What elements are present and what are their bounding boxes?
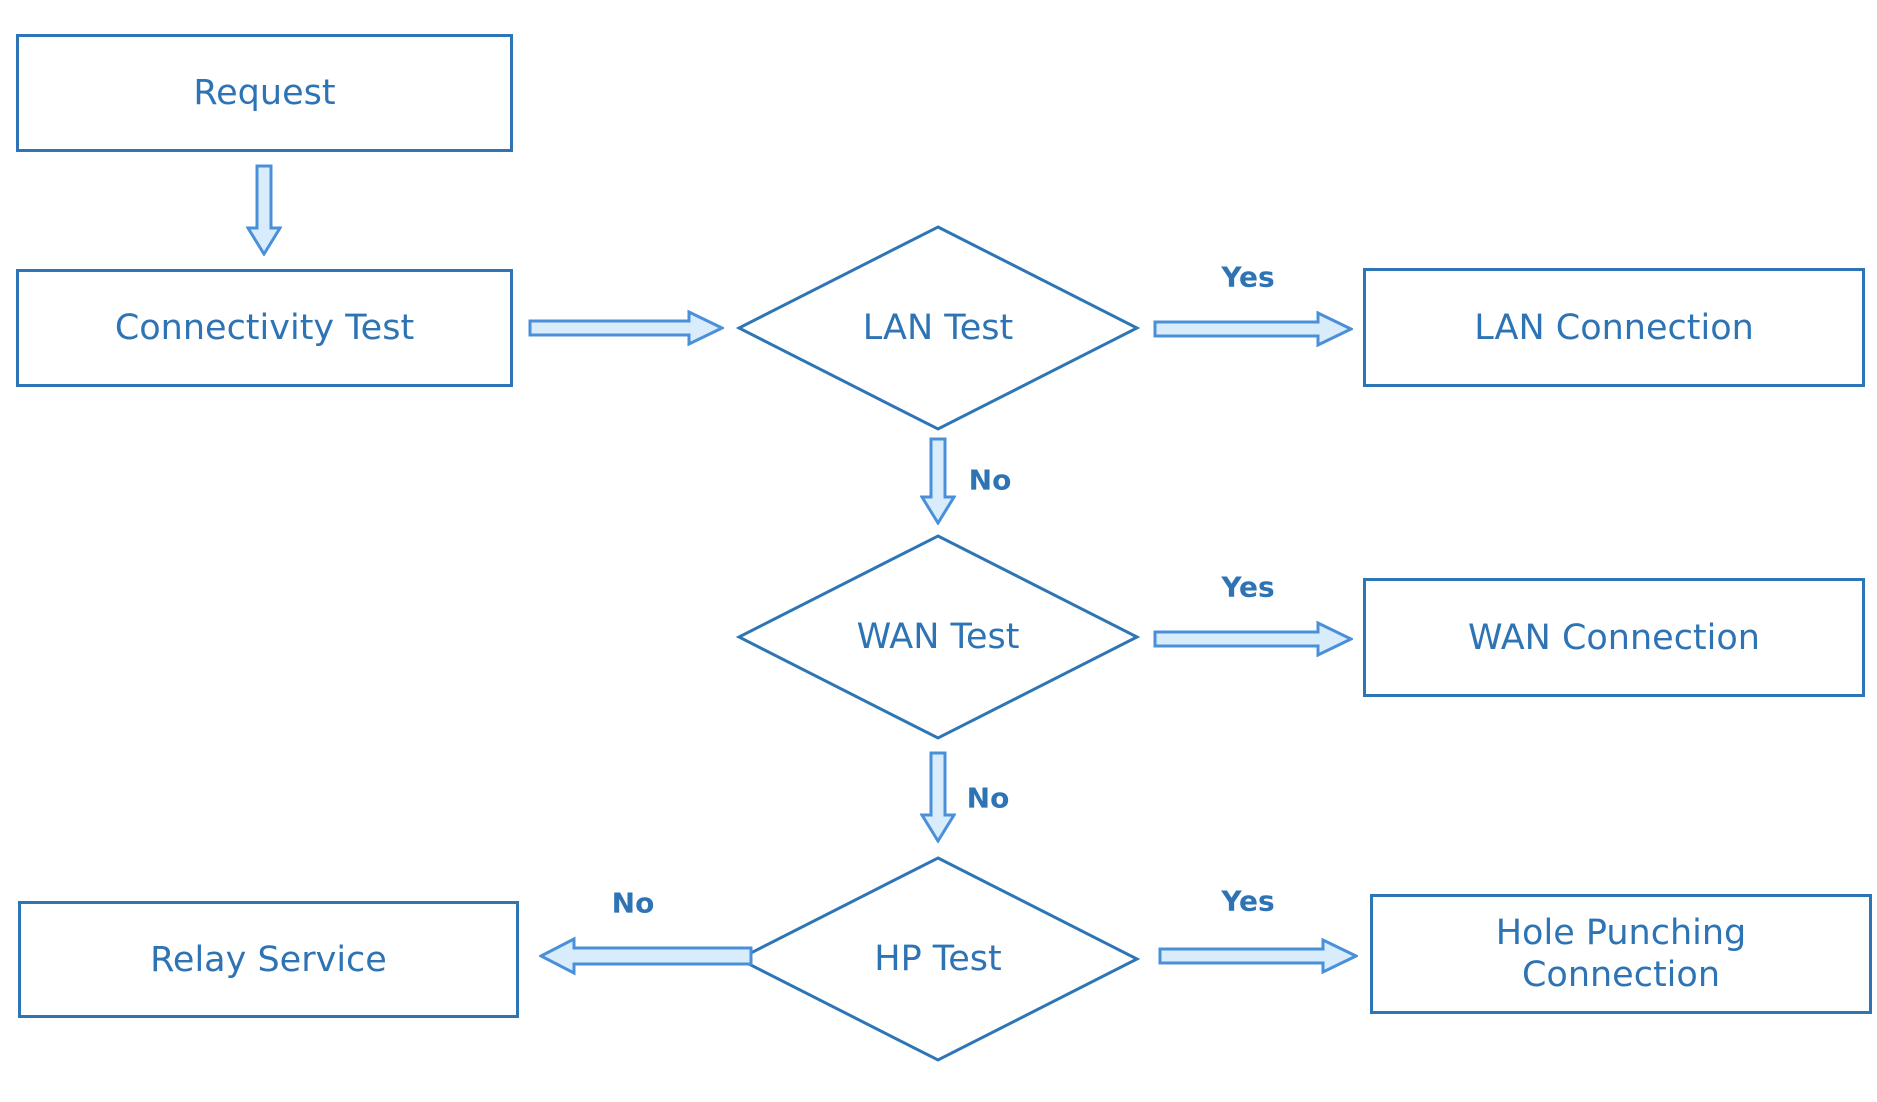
node-wan-connection-label: WAN Connection	[1468, 617, 1760, 658]
node-hp-test: HP Test	[736, 855, 1140, 1063]
arrow-lan-test-no-icon	[920, 437, 956, 525]
arrow-lan-test-yes-icon	[1153, 309, 1353, 349]
node-hole-punching-connection-label: Hole Punching Connection	[1495, 913, 1747, 995]
node-lan-test-label: LAN Test	[862, 308, 1014, 348]
edge-label-wan-test-no: No	[966, 781, 1010, 815]
node-relay-service-label: Relay Service	[150, 939, 387, 980]
node-lan-connection-label: LAN Connection	[1474, 307, 1754, 348]
node-connectivity-test: Connectivity Test	[16, 269, 513, 387]
arrow-hp-test-yes-icon	[1158, 936, 1358, 976]
node-request-label: Request	[193, 73, 336, 113]
arrow-request-to-connectivity-icon	[246, 164, 282, 256]
arrow-wan-test-no-icon	[920, 751, 956, 843]
diamond-shape	[736, 856, 1140, 1062]
edge-label-wan-test-yes: Yes	[1221, 570, 1275, 604]
node-hole-punching-connection: Hole Punching Connection	[1370, 894, 1872, 1014]
node-request: Request	[16, 34, 513, 152]
node-relay-service: Relay Service	[18, 901, 519, 1018]
edge-label-hp-test-yes: Yes	[1221, 884, 1275, 918]
node-connectivity-test-label: Connectivity Test	[114, 308, 415, 348]
node-lan-test: LAN Test	[736, 224, 1140, 432]
edge-label-lan-test-no: No	[968, 463, 1012, 497]
edge-label-lan-test-yes: Yes	[1221, 260, 1275, 294]
diamond-shape	[736, 225, 1140, 431]
arrow-connectivity-to-lan-test-icon	[528, 308, 724, 348]
node-hp-test-label: HP Test	[874, 939, 1002, 979]
edge-label-hp-test-no: No	[611, 886, 655, 920]
node-wan-test: WAN Test	[736, 533, 1140, 741]
arrow-hp-test-no-icon	[539, 936, 753, 976]
node-lan-connection: LAN Connection	[1363, 268, 1865, 387]
arrow-wan-test-yes-icon	[1153, 619, 1353, 659]
diamond-shape	[736, 534, 1140, 740]
node-wan-test-label: WAN Test	[856, 617, 1020, 657]
node-wan-connection: WAN Connection	[1363, 578, 1865, 697]
